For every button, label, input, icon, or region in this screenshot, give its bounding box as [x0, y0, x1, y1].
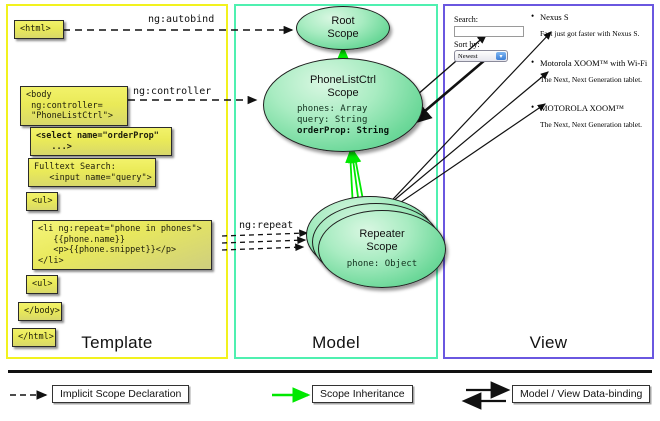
view-phone-name-1[interactable]: Motorola XOOM™ with Wi-Fi — [531, 57, 647, 68]
repeater-scope-ellipse: Repeater Scope phone: Object — [318, 210, 446, 288]
phonelist-title-1: PhoneListCtrl — [309, 73, 377, 86]
li-repeat-box: <li ng:repeat="phone in phones"> {{phone… — [32, 220, 212, 270]
phonelist-title-2: Scope — [327, 86, 359, 99]
view-phone-name-2[interactable]: MOTOROLA XOOM™ — [531, 102, 624, 113]
phonelistctrl-scope-ellipse: PhoneListCtrl Scope phones: Array query:… — [263, 58, 423, 152]
repeater-title-2: Scope — [366, 241, 398, 253]
legend-label-inheritance: Scope Inheritance — [312, 385, 413, 403]
body-box: <body ng:controller= "PhoneListCtrl"> — [20, 86, 128, 126]
legend-divider — [8, 370, 652, 373]
root-scope-title-1: Root — [331, 15, 355, 27]
view-sort-label: Sort by: — [454, 40, 480, 49]
legend-label-implicit: Implicit Scope Declaration — [52, 385, 190, 403]
phonelist-member-orderprop: orderProp: String — [296, 125, 390, 136]
view-phone-snippet-1: The Next, Next Generation tablet. — [540, 75, 643, 84]
chevron-down-icon: ▾ — [496, 52, 506, 60]
column-label-template: Template — [81, 333, 153, 352]
column-label-model: Model — [312, 333, 360, 352]
view-phone-name-0[interactable]: Nexus S — [531, 11, 568, 22]
phonelist-member-query: query: String — [296, 114, 368, 125]
ul-close-box: <ul> — [26, 275, 58, 294]
view-phone-snippet-2: The Next, Next Generation tablet. — [540, 120, 643, 129]
select-box: <select name="orderProp" ...> — [30, 127, 172, 156]
html-close-box: </html> — [12, 328, 56, 347]
view-sort-select[interactable]: Newest ▾ — [454, 50, 508, 62]
phonelist-member-phones: phones: Array — [296, 103, 368, 114]
legend: Implicit Scope Declaration Scope Inherit… — [0, 368, 660, 421]
root-scope-ellipse: Root Scope — [296, 6, 390, 50]
view-search-input[interactable] — [454, 26, 524, 37]
edge-label-controller: ng:controller — [133, 86, 212, 97]
legend-label-databinding: Model / View Data-binding — [512, 385, 651, 403]
view-sort-selected-value: Newest — [458, 52, 478, 60]
view-phone-snippet-0: Fast just got faster with Nexus S. — [540, 29, 640, 38]
edge-label-autobind: ng:autobind — [148, 14, 215, 25]
view-search-label: Search: — [454, 15, 478, 24]
ul-open-box: <ul> — [26, 192, 58, 211]
root-scope-title-2: Scope — [327, 28, 359, 40]
repeater-member-phone: phone: Object — [346, 259, 418, 269]
fulltext-box: Fulltext Search: <input name="query"> — [28, 158, 156, 187]
body-close-box: </body> — [18, 302, 62, 321]
repeater-title-1: Repeater — [359, 228, 405, 240]
column-label-view: View — [529, 333, 568, 352]
html-open-box: <html> — [14, 20, 64, 39]
edge-label-repeat: ng:repeat — [239, 220, 294, 231]
